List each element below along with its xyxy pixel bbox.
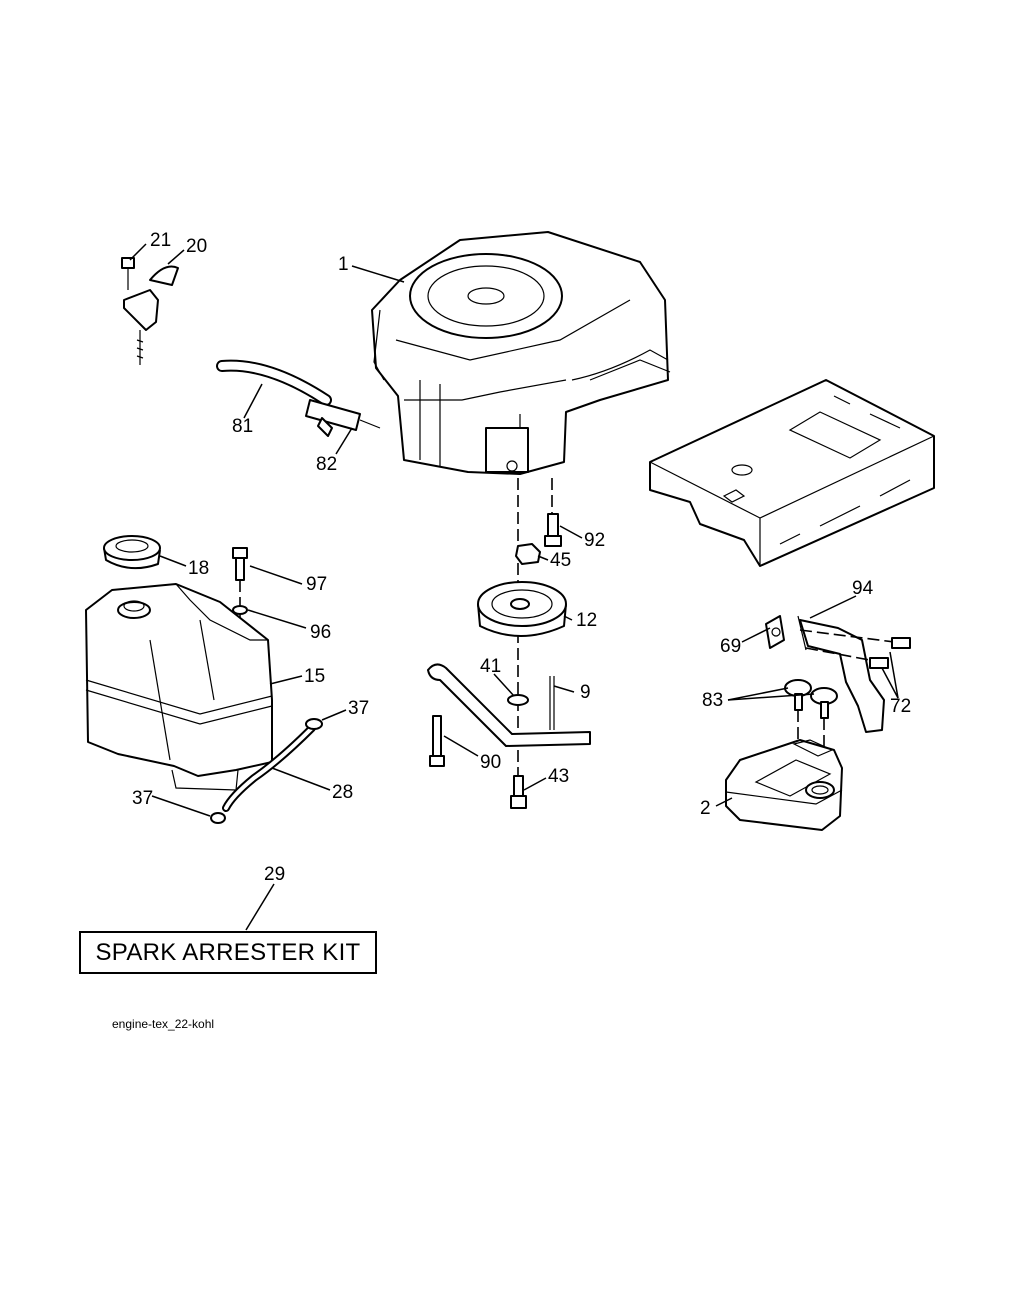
clamp-37-top: [305, 718, 323, 730]
nut-45: [515, 543, 541, 565]
callout-41: 41: [480, 656, 501, 677]
spark-arrester-kit-label: SPARK ARRESTER KIT: [95, 938, 361, 966]
callout-45: 45: [550, 550, 571, 571]
callout-69: 69: [720, 636, 741, 657]
callout-43: 43: [548, 766, 569, 787]
clamp-37-bottom: [210, 812, 226, 824]
fuel-tank-15: [85, 583, 273, 791]
bolt-92: [544, 513, 562, 547]
callout-37-bottom: 37: [132, 788, 153, 809]
callout-90: 90: [480, 752, 501, 773]
belt-guide-9: [427, 663, 591, 747]
callout-20: 20: [186, 236, 207, 257]
callout-94: 94: [852, 578, 874, 599]
callout-81: 81: [232, 416, 253, 437]
bolt-83-b: [810, 687, 838, 719]
callout-97: 97: [306, 574, 327, 595]
muffler-2: [725, 739, 843, 831]
callout-29: 29: [264, 864, 285, 885]
callout-15: 15: [304, 666, 325, 687]
frame-plate: [649, 379, 935, 567]
callout-92: 92: [584, 530, 605, 551]
callout-96: 96: [310, 622, 331, 643]
callout-18: 18: [188, 558, 209, 579]
bolt-43: [510, 775, 527, 809]
callout-2: 2: [700, 798, 711, 819]
throttle-bracket-part: [121, 257, 179, 365]
gasket-69: [765, 615, 785, 649]
exhaust-pipe-94: [797, 615, 885, 733]
callout-9: 9: [580, 682, 591, 703]
callout-1: 1: [338, 254, 349, 275]
callout-28: 28: [332, 782, 353, 803]
callout-72: 72: [890, 696, 911, 717]
spark-arrester-kit-box: SPARK ARRESTER KIT: [79, 931, 377, 974]
pulley-12: [477, 581, 567, 637]
callout-82: 82: [316, 454, 337, 475]
diagram-reference-label: engine-tex_22-kohl: [112, 1017, 215, 1031]
bolt-90: [429, 715, 445, 767]
leader-lines: [129, 243, 899, 931]
engine-1: [371, 231, 671, 475]
fuel-filter-82: [305, 399, 381, 437]
callout-83: 83: [702, 690, 723, 711]
bolt-72-b: [869, 657, 889, 669]
bolt-97: [232, 547, 248, 581]
gas-cap-18: [103, 535, 161, 570]
bolt-72-a: [891, 637, 911, 649]
callout-37-top: 37: [348, 698, 369, 719]
callout-21: 21: [150, 230, 171, 251]
callout-12: 12: [576, 610, 597, 631]
washer-96: [232, 605, 248, 615]
